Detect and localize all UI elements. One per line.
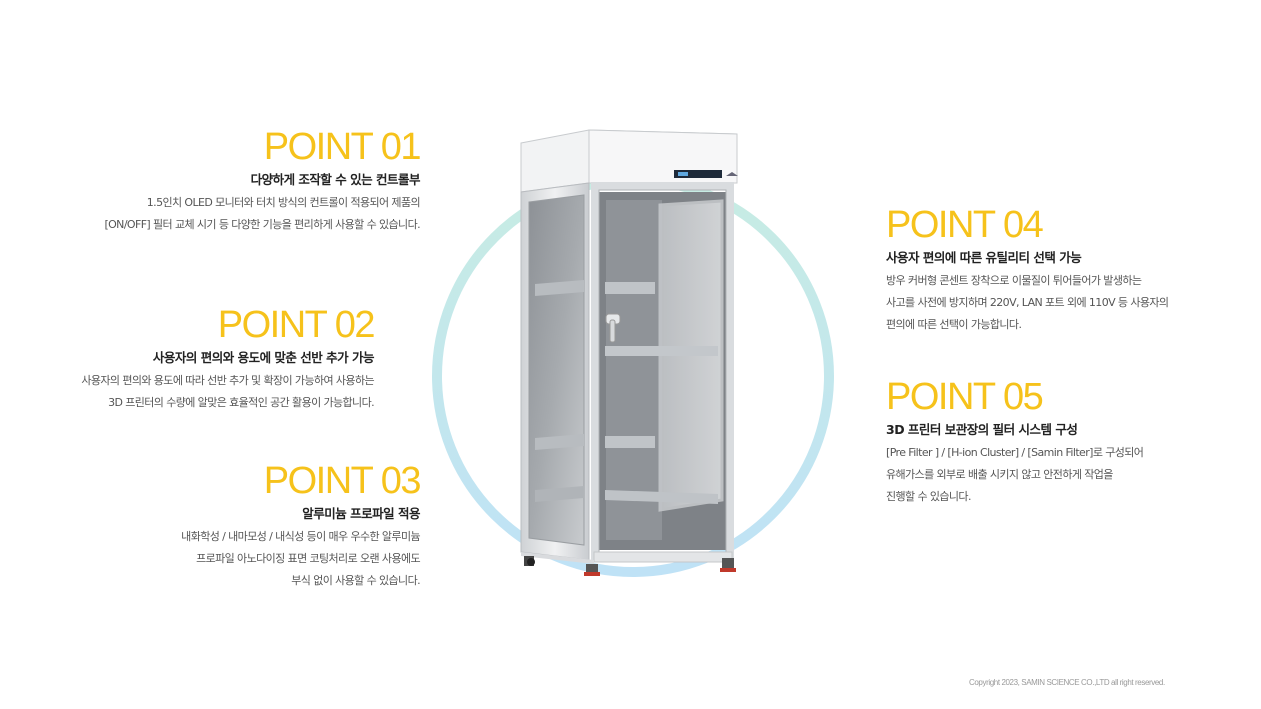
point-01-line: [ON/OFF] 필터 교체 시기 등 다양한 기능을 편리하게 사용할 수 있… [104,218,420,231]
point-03-subtitle: 알루미늄 프로파일 적용 [302,506,420,521]
point-05-block: POINT 05 3D 프린터 보관장의 필터 시스템 구성 [Pre Filt… [886,376,1144,508]
point-01-description: 1.5인치 OLED 모니터와 터치 방식의 컨트롤이 적용되어 제품의 [ON… [104,192,420,236]
point-03-description: 내화학성 / 내마모성 / 내식성 등이 매우 우수한 알루미늄 프로파일 아노… [181,526,420,592]
point-02-title: POINT 02 [217,304,376,346]
point-05-subtitle: 3D 프린터 보관장의 필터 시스템 구성 [886,422,1078,437]
point-01-subtitle: 다양하게 조작할 수 있는 컨트롤부 [250,172,421,187]
point-04-line: 방우 커버형 콘센트 장착으로 이물질이 튀어들어가 발생하는 [886,274,1142,287]
point-04-title: POINT 04 [886,204,1044,246]
point-04-subtitle: 사용자 편의에 따른 유틸리티 선택 가능 [886,250,1082,265]
point-01-block: POINT 01 다양하게 조작할 수 있는 컨트롤부 1.5인치 OLED 모… [104,126,422,236]
point-04-block: POINT 04 사용자 편의에 따른 유틸리티 선택 가능 방우 커버형 콘센… [886,204,1169,336]
point-05-line: 유해가스를 외부로 배출 시키지 않고 안전하게 작업을 [886,468,1113,481]
point-02-description: 사용자의 편의와 용도에 따라 선반 추가 및 확장이 가능하여 사용하는 3D… [81,370,374,414]
point-03-line: 프로파일 아노다이징 표면 코팅처리로 오랜 사용에도 [196,552,421,565]
point-03-line: 내화학성 / 내마모성 / 내식성 등이 매우 우수한 알루미늄 [181,530,420,543]
point-02-subtitle: 사용자의 편의와 용도에 맞춘 선반 추가 가능 [152,350,375,365]
point-05-line: [Pre Filter ] / [H-ion Cluster] / [Samin… [886,446,1144,459]
point-03-block: POINT 03 알루미늄 프로파일 적용 내화학성 / 내마모성 / 내식성 … [181,460,422,592]
point-03-line: 부식 없이 사용할 수 있습니다. [291,574,420,587]
point-05-line: 진행할 수 있습니다. [886,490,971,503]
point-05-title: POINT 05 [886,376,1044,418]
point-04-description: 방우 커버형 콘센트 장착으로 이물질이 튀어들어가 발생하는 사고를 사전에 … [886,270,1169,336]
point-05-description: [Pre Filter ] / [H-ion Cluster] / [Samin… [886,442,1144,508]
point-04-line: 사고를 사전에 방지하며 220V, LAN 포트 외에 110V 등 사용자의 [886,296,1169,309]
point-01-title: POINT 01 [263,126,422,168]
point-02-line: 사용자의 편의와 용도에 따라 선반 추가 및 확장이 가능하여 사용하는 [81,374,374,387]
point-02-line: 3D 프린터의 수량에 알맞은 효율적인 공간 활용이 가능합니다. [108,396,375,409]
point-02-block: POINT 02 사용자의 편의와 용도에 맞춘 선반 추가 가능 사용자의 편… [81,304,376,414]
point-04-line: 편의에 따른 선택이 가능합니다. [886,318,1022,331]
copyright-text: Copyright 2023, SAMIN SCIENCE CO.,LTD al… [969,678,1165,687]
point-03-title: POINT 03 [263,460,422,502]
point-01-line: 1.5인치 OLED 모니터와 터치 방식의 컨트롤이 적용되어 제품의 [146,196,421,209]
